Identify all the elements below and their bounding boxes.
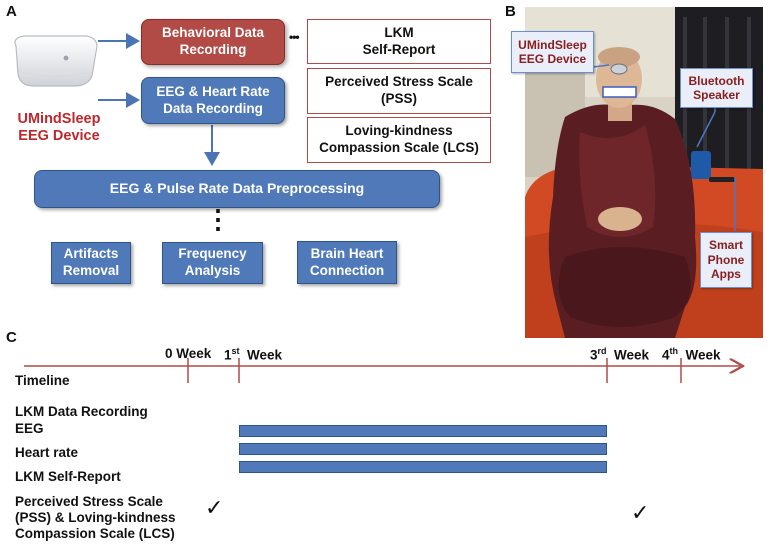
week4-num: 4 [662,347,670,363]
pss-lcs-line1: Perceived Stress Scale [15,494,163,509]
panel-a-connectors [98,33,220,166]
week4-sup: th [669,346,679,356]
checkmark-week4: ✓ [631,500,650,525]
device-label-line1: UMindSleep [17,111,101,127]
umindsleep-callout: UMindSleep EEG Device [511,31,594,73]
lcs-line2: Compassion Scale (LCS) [319,140,479,155]
lcs-box: Loving-kindness Compassion Scale (LCS) [307,117,491,163]
lcs-line1: Loving-kindness [345,123,453,139]
bar-heart-rate [239,443,607,455]
phone-callout-line3: Apps [710,267,741,282]
week1-num: 1 [224,347,232,363]
pss-lcs-line3: Compassion Scale (LCS) [15,526,175,542]
row-label-eeg: EEG [15,421,44,436]
week3-sup: rd [597,346,607,356]
eeg-line1: EEG & Heart Rate [156,83,270,99]
frequency-line1: Frequency [178,246,247,262]
brain-line1: Brain Heart [310,245,384,261]
tick-label-week4: 4th Week [662,346,721,363]
week4-word: Week [685,347,721,363]
week1-sup: st [231,346,240,356]
pss-line2: (PSS) [380,91,417,106]
week1-word: Week [247,347,283,363]
eeg-hr-recording-box: EEG & Heart Rate Data Recording [141,77,285,124]
device-label-line2: EEG Device [18,128,100,145]
meditation-photo [525,7,763,338]
lkm-line1: LKM [384,24,414,40]
week3-word: Week [614,347,650,363]
device-label: UMindSleep EEG Device [14,111,104,146]
tick-label-week1: 1st Week [224,346,282,363]
phone-callout-line1: Smart [708,238,743,253]
eeg-line2: Data Recording [163,100,263,116]
pss-lcs-line2: (PSS) & Loving-kindness [15,510,176,526]
vertical-dots: ⋮ [205,204,231,234]
bluetooth-speaker-callout: Bluetooth Speaker [680,68,753,108]
lkm-line2: Self-Report [362,41,436,57]
umind-callout-line1: UMindSleep [518,37,587,52]
umindsleep-device-image [10,28,102,92]
checkmark-week0: ✓ [205,495,224,520]
speaker-callout-line1: Bluetooth [688,73,745,88]
pss-box: Perceived Stress Scale (PSS) [307,68,491,114]
preprocessing-box: EEG & Pulse Rate Data Preprocessing [34,170,440,208]
frequency-analysis-box: Frequency Analysis [162,242,263,284]
pss-line1: Perceived Stress Scale [325,74,473,90]
row-label-pss-lcs: Perceived Stress Scale (PSS) & Loving-ki… [15,494,176,543]
panel-label-c: C [6,329,17,346]
phone-callout-line2: Phone [707,252,745,267]
tick-label-week3: 3rd Week [590,346,649,363]
row-label-heart-rate: Heart rate [15,445,79,460]
bar-lkm-self-report [239,461,607,473]
brain-line2: Connection [309,262,385,278]
umind-callout-line2: EEG Device [518,52,587,66]
speaker-callout-line2: Speaker [693,88,740,102]
timeline-axis [24,358,767,383]
frequency-line2: Analysis [184,263,241,278]
tick-label-week0: 0 Week [165,346,212,361]
smartphone-apps-callout: Smart Phone Apps [700,232,752,288]
row-label-timeline: Timeline [15,373,70,388]
artifacts-line2: Removal [62,263,120,278]
artifacts-line1: Artifacts [63,246,119,262]
artifacts-removal-box: Artifacts Removal [51,242,131,284]
bar-eeg [239,425,607,437]
lkm-self-report-box: LKM Self-Report [307,19,491,64]
behavioral-line1: Behavioral Data [161,25,265,41]
week3-num: 3 [590,347,598,363]
brain-heart-connection-box: Brain Heart Connection [297,241,397,284]
panel-label-b: B [505,3,516,20]
row-label-lkm-recording: LKM Data Recording [15,404,148,419]
ellipsis-connector: ••• [289,30,300,44]
behavioral-line2: Recording [179,42,247,57]
row-label-lkm-self-report: LKM Self-Report [15,469,121,484]
behavioral-recording-box: Behavioral Data Recording [141,19,285,65]
panel-label-a: A [6,3,17,20]
